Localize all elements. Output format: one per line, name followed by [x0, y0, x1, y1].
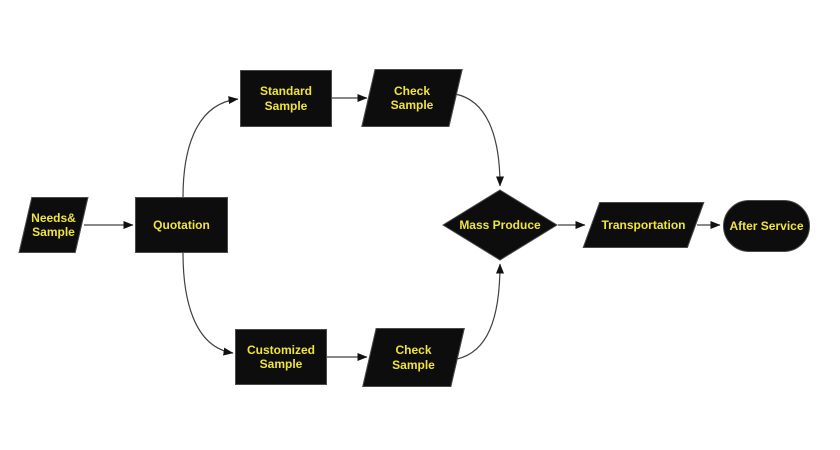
node-after-service[interactable]: After Service	[723, 200, 810, 252]
node-check-sample-top[interactable]: Check Sample	[368, 69, 456, 127]
node-needs-sample[interactable]: Needs& Sample	[25, 197, 82, 253]
node-check-sample-bottom-label: Check Sample	[392, 343, 435, 372]
node-check-sample-bottom[interactable]: Check Sample	[369, 328, 458, 387]
node-standard-sample-label: Standard Sample	[259, 84, 312, 113]
node-quotation-label: Quotation	[153, 217, 210, 232]
node-customized-sample[interactable]: Customized Sample	[235, 329, 327, 385]
node-after-service-label: After Service	[729, 218, 804, 233]
node-check-sample-top-label: Check Sample	[390, 83, 434, 112]
edge-checkbottom-to-massproduce	[456, 263, 504, 360]
node-mass-produce[interactable]: Mass Produce	[442, 189, 558, 261]
edge-quotation-to-customized	[182, 252, 234, 356]
node-standard-sample[interactable]: Standard Sample	[240, 70, 332, 127]
node-needs-sample-label: Needs& Sample	[31, 210, 76, 239]
node-mass-produce-label: Mass Produce	[459, 217, 541, 232]
edge-checktop-to-massproduce	[454, 93, 504, 187]
diamond-shape	[442, 189, 558, 261]
node-transportation-label: Transportation	[601, 217, 686, 232]
node-quotation[interactable]: Quotation	[135, 197, 228, 253]
node-transportation[interactable]: Transportation	[591, 202, 696, 248]
node-customized-sample-label: Customized Sample	[246, 342, 315, 371]
edge-quotation-to-standard	[182, 96, 239, 198]
